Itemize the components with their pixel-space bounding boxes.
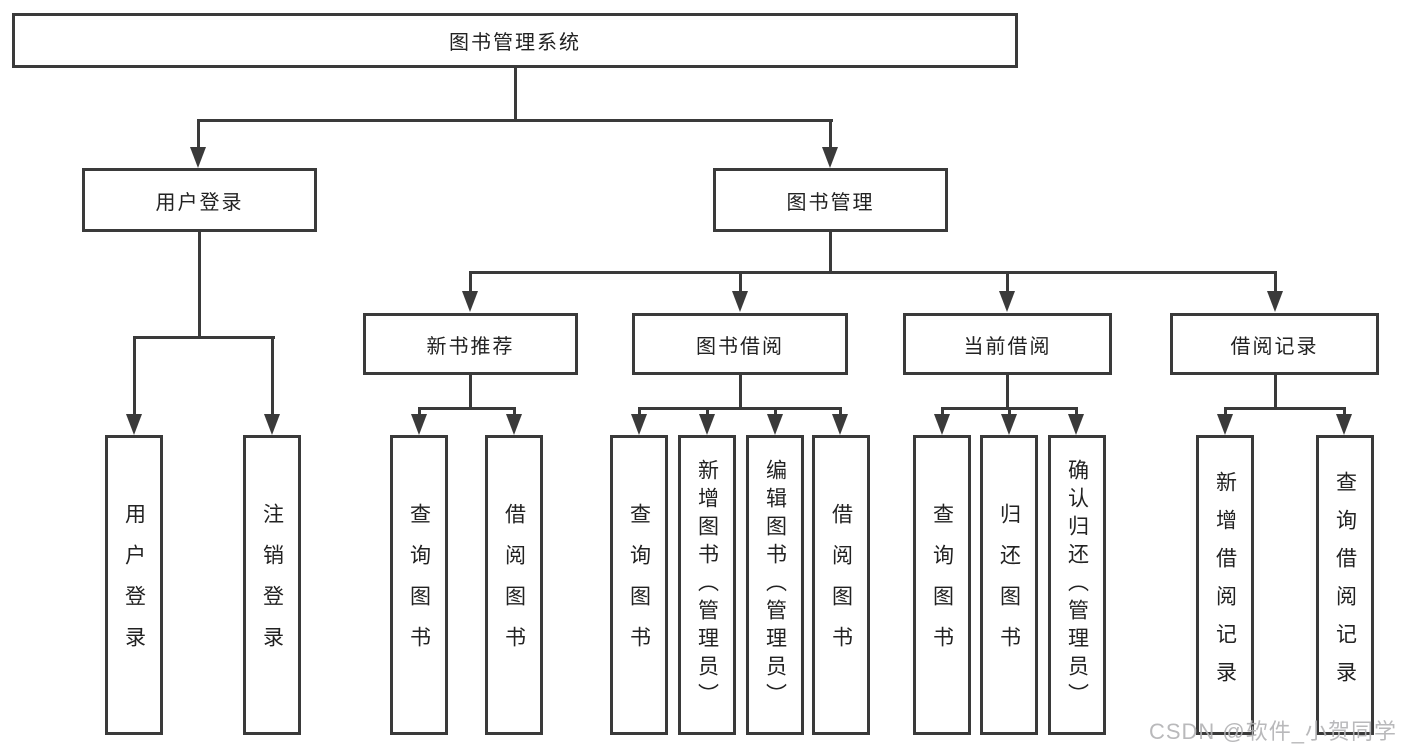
connector-arrow	[934, 414, 950, 435]
node-book-management-label: 图书管理	[786, 191, 875, 214]
leaf-return-books: 归还图书	[980, 435, 1038, 735]
node-borrow-records: 借阅记录	[1170, 313, 1379, 375]
connector-arrow	[126, 414, 142, 435]
connector-line	[469, 375, 472, 410]
leaf-query-books-current: 查询图书	[913, 435, 971, 735]
connector-arrow	[832, 414, 848, 435]
leaf-confirm-return-admin: 确认归还（管理员）	[1048, 435, 1106, 735]
node-book-borrowing: 图书借阅	[632, 313, 848, 375]
connector-line	[638, 407, 641, 416]
connector-line	[638, 407, 842, 410]
leaf-user-login-label: 用户登录	[122, 503, 146, 667]
leaf-edit-books-admin-label: 编辑图书（管理员）	[763, 459, 787, 711]
leaf-return-books-label: 归还图书	[997, 503, 1021, 667]
leaf-add-borrow-record-label: 新增借阅记录	[1213, 471, 1237, 699]
connector-line	[133, 336, 136, 415]
connector-arrow	[1336, 414, 1352, 435]
connector-arrow	[822, 147, 838, 168]
connector-line	[133, 336, 275, 339]
leaf-query-borrow-record: 查询借阅记录	[1316, 435, 1374, 735]
connector-line	[774, 407, 777, 416]
leaf-logout-label: 注销登录	[260, 503, 284, 667]
leaf-query-borrow-record-label: 查询借阅记录	[1333, 471, 1357, 699]
node-book-borrowing-label: 图书借阅	[696, 335, 784, 358]
leaf-user-login: 用户登录	[105, 435, 163, 735]
connector-line	[739, 271, 742, 293]
connector-line	[706, 407, 709, 416]
leaf-borrow-books-recommend-label: 借阅图书	[502, 503, 526, 667]
connector-arrow	[411, 414, 427, 435]
node-user-login-label: 用户登录	[155, 191, 244, 214]
connector-line	[1274, 271, 1277, 293]
connector-line	[1006, 375, 1009, 410]
connector-line	[418, 407, 421, 416]
leaf-add-borrow-record: 新增借阅记录	[1196, 435, 1254, 735]
connector-arrow	[631, 414, 647, 435]
leaf-borrow-books-borrowing-label: 借阅图书	[829, 503, 853, 667]
connector-line	[829, 119, 832, 148]
connector-arrow	[999, 291, 1015, 312]
leaf-edit-books-admin: 编辑图书（管理员）	[746, 435, 804, 735]
leaf-query-books-recommend-label: 查询图书	[407, 503, 431, 667]
connector-line	[418, 407, 516, 410]
node-current-borrowing: 当前借阅	[903, 313, 1112, 375]
connector-line	[197, 119, 833, 122]
connector-line	[1075, 407, 1078, 416]
node-root: 图书管理系统	[12, 13, 1018, 68]
connector-line	[829, 232, 832, 274]
connector-arrow	[1001, 414, 1017, 435]
node-new-book-recommend-label: 新书推荐	[426, 335, 515, 358]
connector-line	[197, 119, 200, 148]
connector-line	[1008, 407, 1011, 416]
connector-arrow	[1267, 291, 1283, 312]
node-current-borrowing-label: 当前借阅	[963, 335, 1052, 358]
leaf-query-books-current-label: 查询图书	[930, 503, 954, 667]
connector-arrow	[699, 414, 715, 435]
connector-line	[839, 407, 842, 416]
leaf-confirm-return-admin-label: 确认归还（管理员）	[1065, 459, 1089, 711]
connector-line	[1274, 375, 1277, 410]
connector-line	[514, 68, 517, 122]
leaf-borrow-books-recommend: 借阅图书	[485, 435, 543, 735]
connector-arrow	[1068, 414, 1084, 435]
connector-line	[1224, 407, 1227, 416]
node-borrow-records-label: 借阅记录	[1230, 335, 1319, 358]
connector-line	[271, 336, 274, 415]
connector-arrow	[462, 291, 478, 312]
leaf-logout: 注销登录	[243, 435, 301, 735]
node-new-book-recommend: 新书推荐	[363, 313, 578, 375]
leaf-add-books-admin: 新增图书（管理员）	[678, 435, 736, 735]
connector-line	[1343, 407, 1346, 416]
connector-line	[513, 407, 516, 416]
connector-arrow	[264, 414, 280, 435]
node-root-label: 图书管理系统	[449, 32, 581, 54]
connector-arrow	[506, 414, 522, 435]
connector-line	[1006, 271, 1009, 293]
csdn-watermark: CSDN @软件_小贺同学	[1148, 719, 1397, 744]
leaf-query-books-borrowing: 查询图书	[610, 435, 668, 735]
leaf-query-books-recommend: 查询图书	[390, 435, 448, 735]
connector-arrow	[1217, 414, 1233, 435]
connector-arrow	[732, 291, 748, 312]
connector-line	[941, 407, 944, 416]
connector-arrow	[767, 414, 783, 435]
leaf-add-books-admin-label: 新增图书（管理员）	[695, 459, 719, 711]
node-book-management: 图书管理	[713, 168, 948, 232]
node-user-login: 用户登录	[82, 168, 317, 232]
connector-line	[198, 232, 201, 339]
connector-line	[1224, 407, 1346, 410]
connector-line	[739, 375, 742, 410]
connector-arrow	[190, 147, 206, 168]
leaf-query-books-borrowing-label: 查询图书	[627, 503, 651, 667]
connector-line	[469, 271, 472, 293]
leaf-borrow-books-borrowing: 借阅图书	[812, 435, 870, 735]
connector-line	[469, 271, 1277, 274]
